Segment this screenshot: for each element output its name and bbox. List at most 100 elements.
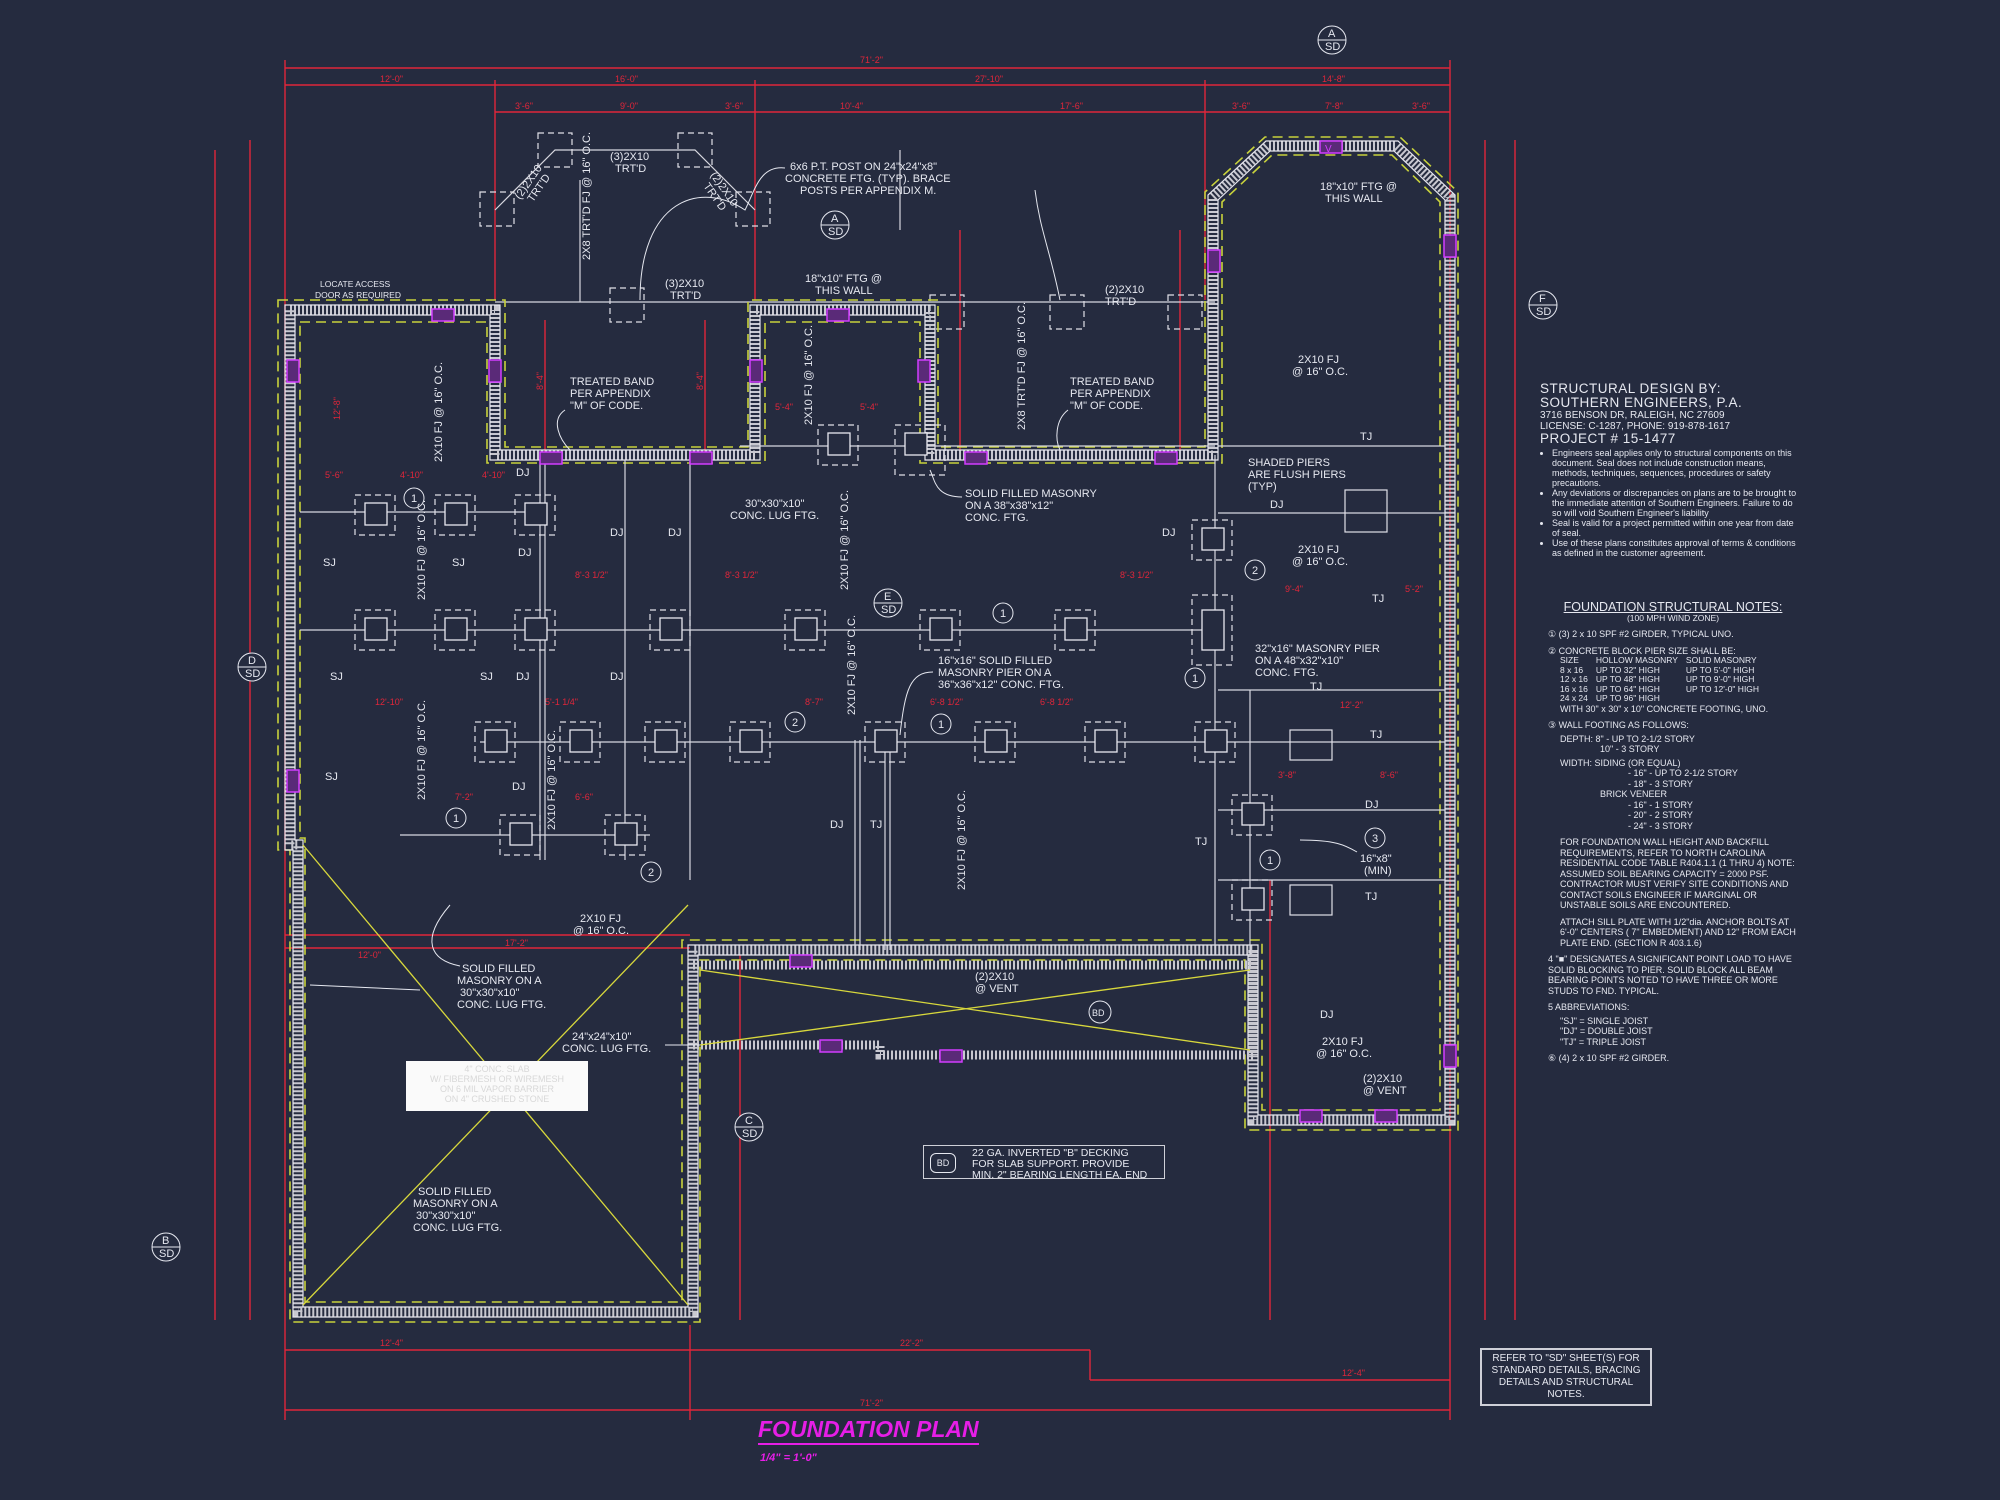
decking-symbol: BD: [930, 1153, 956, 1173]
svg-text:3'-6": 3'-6": [515, 101, 533, 111]
section-marker-a-top[interactable]: ASD: [1317, 25, 1347, 55]
footing-lines: [277, 136, 1459, 1323]
svg-text:TJ: TJ: [1372, 593, 1384, 605]
svg-text:SJ: SJ: [323, 557, 336, 569]
svg-text:DJ: DJ: [516, 467, 529, 479]
svg-text:2: 2: [792, 717, 798, 729]
width-line: - 20" - 2 STORY: [1628, 810, 1693, 820]
svg-text:1: 1: [1192, 673, 1198, 685]
svg-text:2X10 FJ @ 16" O.C.: 2X10 FJ @ 16" O.C.: [839, 490, 851, 590]
svg-text:17'-6": 17'-6": [1060, 101, 1083, 111]
notes-heading: FOUNDATION STRUCTURAL NOTES:: [1563, 600, 1783, 614]
svg-text:18"x10" FTG @THIS WALL: 18"x10" FTG @THIS WALL: [805, 273, 882, 297]
decking-note-box: BD 22 GA. INVERTED "B" DECKING FOR SLAB …: [923, 1145, 1165, 1181]
svg-text:2X10 FJ @ 16" O.C.: 2X10 FJ @ 16" O.C.: [803, 325, 815, 425]
slab-note-line: 4" CONC. SLAB: [464, 1064, 530, 1074]
section-marker-e[interactable]: ESD: [873, 588, 903, 618]
svg-text:30"x30"x10"CONC. LUG FTG.: 30"x30"x10"CONC. LUG FTG.: [730, 498, 819, 522]
svg-text:(2)2X10TRT'D: (2)2X10TRT'D: [513, 163, 555, 209]
engineer-bullet: Any deviations or discrepancies on plans…: [1552, 488, 1800, 518]
section-marker-d[interactable]: DSD: [237, 652, 267, 682]
engineer-bullet: Engineers seal applies only to structura…: [1552, 448, 1800, 488]
engineer-address: 3716 BENSON DR, RALEIGH, NC 27609: [1540, 410, 1725, 421]
depth-line: DEPTH: 8" - UP TO 2-1/2 STORY: [1560, 733, 1695, 744]
svg-text:8'-3 1/2": 8'-3 1/2": [725, 570, 758, 580]
svg-text:A: A: [1328, 28, 1336, 40]
svg-text:5'-4": 5'-4": [860, 402, 878, 412]
svg-text:12'-0": 12'-0": [358, 950, 381, 960]
foundation-walls: [284, 140, 1456, 1318]
svg-text:18"x10" FTG @THIS WALL: 18"x10" FTG @THIS WALL: [1320, 181, 1397, 205]
svg-text:12'-4": 12'-4": [380, 1338, 403, 1348]
svg-text:8'-3 1/2": 8'-3 1/2": [575, 570, 608, 580]
svg-text:2X8 TRT'D FJ @ 16" O.C.: 2X8 TRT'D FJ @ 16" O.C.: [581, 132, 593, 260]
callout-hexagons: 1 1 1 1 1 1 2 2 2 3 BD: [403, 487, 1386, 1024]
svg-text:3: 3: [1372, 833, 1378, 845]
svg-text:17'-2": 17'-2": [505, 938, 528, 948]
svg-text:2X10 FJ @ 16" O.C.: 2X10 FJ @ 16" O.C.: [846, 615, 858, 715]
width-line: - 18" - 3 STORY: [1628, 778, 1693, 789]
svg-text:2X10 FJ@ 16" O.C.: 2X10 FJ@ 16" O.C.: [573, 913, 629, 937]
note-1: ① (3) 2 x 10 SPF #2 GIRDER, TYPICAL UNO.: [1548, 629, 1734, 639]
svg-text:1: 1: [938, 719, 944, 731]
width-line: BRICK VENEER: [1600, 789, 1668, 799]
slab-note-line: ON 6 MIL VAPOR BARRIER: [439, 1084, 555, 1094]
engineer-block: STRUCTURAL DESIGN BY: SOUTHERN ENGINEERS…: [1540, 382, 1800, 559]
svg-text:F: F: [1539, 293, 1546, 305]
svg-text:5'-1 1/4": 5'-1 1/4": [545, 697, 578, 707]
section-marker-b[interactable]: BSD: [151, 1232, 181, 1262]
note-2: ② CONCRETE BLOCK PIER SIZE SHALL BE:: [1548, 645, 1736, 656]
svg-text:3'-6": 3'-6": [725, 101, 743, 111]
section-marker-f[interactable]: FSD: [1528, 290, 1558, 320]
svg-text:8'-6": 8'-6": [1380, 770, 1398, 780]
svg-text:(2)2X10@ VENT: (2)2X10@ VENT: [975, 971, 1019, 995]
joist-abbreviations: DJ DJ DJ DJ SJ SJ SJ SJ DJ DJ DJ DJ DJ T…: [323, 431, 1384, 1021]
svg-text:SJ: SJ: [330, 671, 343, 683]
svg-text:(2)2X10@ VENT: (2)2X10@ VENT: [1363, 1073, 1407, 1097]
svg-text:C: C: [745, 1115, 753, 1127]
decking-note-line: 22 GA. INVERTED "B" DECKING: [972, 1147, 1129, 1159]
svg-text:12'-2": 12'-2": [1340, 700, 1363, 710]
svg-text:DJ: DJ: [518, 547, 531, 559]
svg-text:TJ: TJ: [1370, 729, 1382, 741]
svg-text:SD: SD: [828, 226, 843, 238]
foundation-structural-notes: FOUNDATION STRUCTURAL NOTES: (100 MPH WI…: [1548, 600, 1798, 1064]
svg-text:DJ: DJ: [1365, 799, 1378, 811]
backfill-note: FOR FOUNDATION WALL HEIGHT AND BACKFILL …: [1560, 837, 1795, 910]
svg-text:DJ: DJ: [610, 671, 623, 683]
svg-text:TJ: TJ: [1195, 836, 1207, 848]
svg-text:TJ: TJ: [1310, 681, 1322, 693]
svg-text:DJ: DJ: [516, 671, 529, 683]
svg-text:SJ: SJ: [452, 557, 465, 569]
svg-text:(2)2X10TRT'D: (2)2X10TRT'D: [698, 170, 740, 216]
note-3: ③ WALL FOOTING AS FOLLOWS:: [1548, 720, 1689, 730]
drawing-scale: 1/4" = 1'-0": [760, 1452, 817, 1464]
section-marker-a-mid[interactable]: ASD: [820, 210, 850, 240]
refer-sd-sheet-note: REFER TO "SD" SHEET(S) FOR STANDARD DETA…: [1480, 1348, 1652, 1406]
porch-girders: [479, 132, 1215, 330]
svg-text:6'-8 1/2": 6'-8 1/2": [930, 697, 963, 707]
svg-text:2X10 FJ@ 16" O.C.: 2X10 FJ@ 16" O.C.: [1292, 354, 1348, 378]
svg-text:2X10 FJ @ 16" O.C.: 2X10 FJ @ 16" O.C.: [546, 730, 558, 830]
svg-text:5'-4": 5'-4": [775, 402, 793, 412]
svg-text:8'-4": 8'-4": [535, 372, 545, 390]
section-marker-c[interactable]: CSD: [734, 1112, 764, 1142]
svg-text:SD: SD: [1536, 306, 1551, 318]
abbreviation: "TJ" = TRIPLE JOIST: [1560, 1036, 1646, 1047]
svg-text:DJ: DJ: [668, 527, 681, 539]
svg-text:27'-10": 27'-10": [975, 74, 1003, 84]
svg-text:4'-10": 4'-10": [400, 470, 423, 480]
svg-text:71'-2": 71'-2": [860, 55, 883, 65]
svg-text:A: A: [831, 213, 839, 225]
svg-text:7'-8": 7'-8": [1325, 101, 1343, 111]
svg-text:2X10 FJ@ 16" O.C.: 2X10 FJ@ 16" O.C.: [1316, 1036, 1372, 1060]
svg-text:12'-0": 12'-0": [380, 74, 403, 84]
svg-text:DJ: DJ: [1162, 527, 1175, 539]
abbreviation: "DJ" = DOUBLE JOIST: [1560, 1026, 1653, 1036]
